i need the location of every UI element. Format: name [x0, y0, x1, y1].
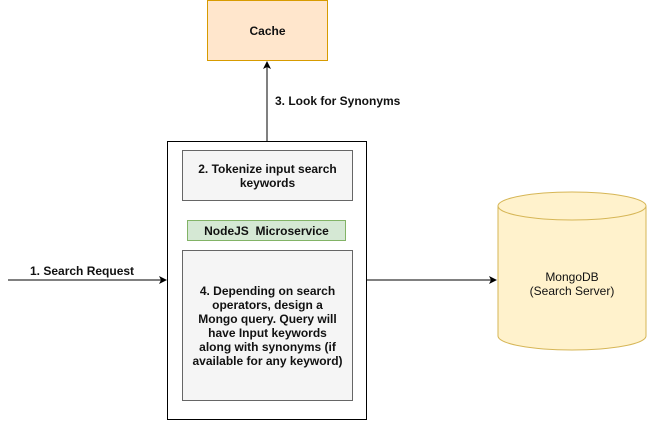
- mongodb-label: MongoDB (Search Server): [498, 270, 646, 298]
- search-request-edge-label: 1. Search Request: [30, 264, 135, 278]
- cache-label: Cache: [249, 23, 286, 38]
- mongodb-label-line2: (Search Server): [529, 284, 615, 298]
- nodejs-microservice-label-box[interactable]: NodeJS Microservice: [187, 220, 346, 241]
- tokenize-step-node[interactable]: 2. Tokenize input search keywords: [182, 150, 353, 201]
- tokenize-step-label: 2. Tokenize input search keywords: [198, 161, 337, 190]
- nodejs-microservice-label: NodeJS Microservice: [204, 223, 329, 238]
- query-design-node[interactable]: 4. Depending on search operators, design…: [182, 250, 353, 401]
- mongodb-label-line1: MongoDB: [545, 270, 599, 284]
- query-design-label: 4. Depending on search operators, design…: [192, 283, 343, 368]
- synonyms-edge-label: 3. Look for Synonyms: [275, 94, 401, 108]
- cache-node[interactable]: Cache: [207, 0, 328, 61]
- mongodb-cylinder: [497, 191, 647, 351]
